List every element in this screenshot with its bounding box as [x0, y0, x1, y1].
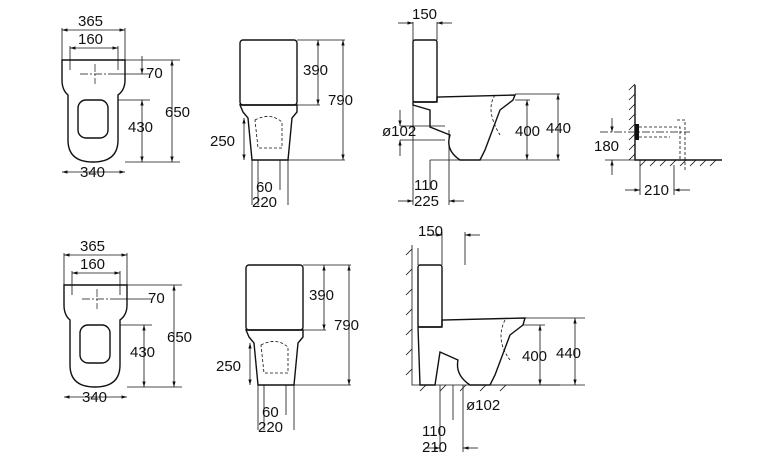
dim-390: 390 — [303, 62, 328, 79]
row1-side-view: 150 ø102 400 440 110 225 — [382, 6, 571, 210]
row2-top-view: 365 160 70 650 430 340 — [63, 238, 192, 406]
dim-110: 110 — [422, 423, 446, 440]
row2-front-view: 390 790 250 60 220 — [216, 264, 359, 436]
dim-160: 160 — [80, 256, 105, 273]
dim-210: 210 — [422, 439, 447, 456]
dim-d102: ø102 — [466, 397, 500, 414]
dim-110: 110 — [414, 177, 438, 194]
dim-390: 390 — [309, 287, 334, 304]
dim-430: 430 — [130, 344, 155, 361]
dim-150: 150 — [412, 6, 437, 23]
dim-150: 150 — [418, 223, 443, 240]
dim-250: 250 — [210, 133, 235, 150]
dim-650: 650 — [167, 329, 192, 346]
dim-790: 790 — [334, 317, 359, 334]
row1-wall-detail: 180 210 — [594, 83, 722, 199]
dim-225: 225 — [414, 193, 439, 210]
dim-400: 400 — [515, 123, 540, 140]
dim-430: 430 — [128, 119, 153, 136]
row1-top-view: 365 160 70 650 430 340 — [61, 13, 190, 181]
dim-60: 60 — [256, 179, 273, 196]
dim-180: 180 — [594, 138, 619, 155]
dim-60: 60 — [262, 404, 279, 421]
dim-440: 440 — [546, 120, 571, 137]
dim-70: 70 — [146, 65, 163, 82]
dim-365: 365 — [78, 13, 103, 30]
row1-front-view: 390 790 250 60 220 — [210, 39, 353, 211]
dim-220: 220 — [258, 419, 283, 436]
dim-650: 650 — [165, 104, 190, 121]
dim-340: 340 — [80, 164, 105, 181]
dim-400: 400 — [522, 348, 547, 365]
dim-440: 440 — [556, 345, 581, 362]
dim-365: 365 — [80, 238, 105, 255]
dim-790: 790 — [328, 92, 353, 109]
dim-d102: ø102 — [382, 123, 416, 140]
row2-side-view: 150 400 440 ø102 110 210 — [405, 223, 585, 456]
dim-70: 70 — [148, 290, 165, 307]
dim-250: 250 — [216, 358, 241, 375]
dim-210: 210 — [644, 182, 669, 199]
dim-160: 160 — [78, 31, 103, 48]
dim-340: 340 — [82, 389, 107, 406]
dim-220: 220 — [252, 194, 277, 211]
